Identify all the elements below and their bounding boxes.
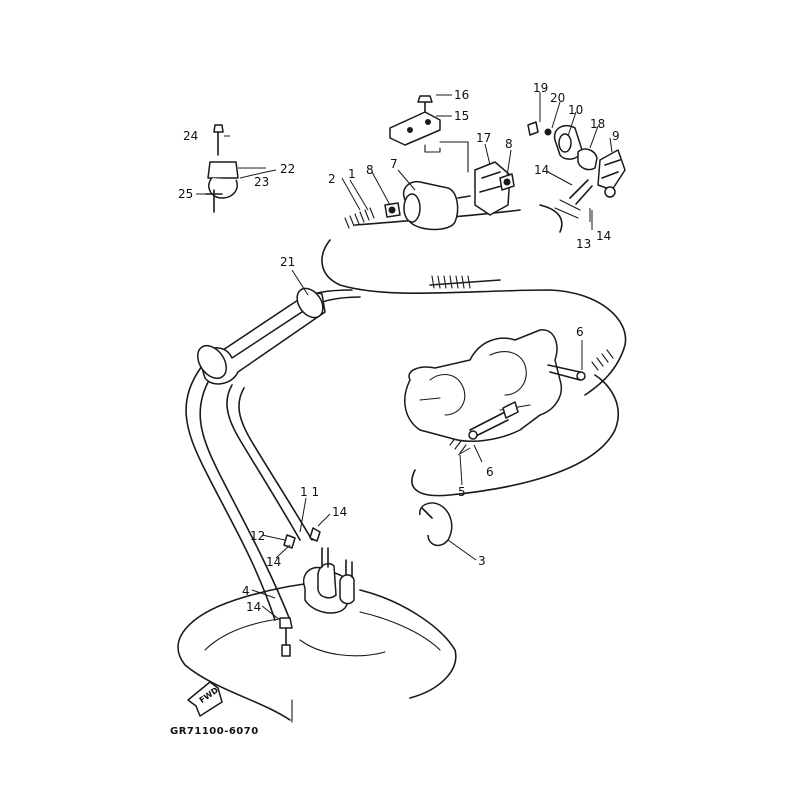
callout-7: 7 — [390, 157, 398, 171]
callout-8-left: 8 — [366, 163, 374, 177]
callout-6-top: 6 — [576, 325, 584, 339]
callout-14-mid: 14 — [332, 505, 347, 519]
callout-14-bottom: 14 — [246, 600, 261, 614]
callout-24: 24 — [183, 129, 198, 143]
mount-bracket — [389, 95, 469, 173]
callout-10: 10 — [568, 103, 583, 117]
callout-14-lower: 14 — [266, 555, 281, 569]
callout-20: 20 — [550, 91, 565, 105]
callout-18: 18 — [590, 117, 605, 131]
callout-19: 19 — [533, 81, 548, 95]
callout-17: 17 — [476, 131, 491, 145]
callout-8-right: 8 — [505, 137, 513, 151]
hose-spring-protectors — [344, 207, 614, 454]
callout-1: 1 — [348, 167, 356, 181]
fuel-tank — [177, 581, 457, 723]
carburetor-assembly — [404, 329, 586, 443]
diagram-code: GR71100-6070 — [170, 726, 259, 737]
callout-14-top: 14 — [534, 163, 549, 177]
callout-12: 12 — [250, 529, 265, 543]
callout-21: 21 — [280, 255, 295, 269]
clip-assembly-22-25 — [205, 124, 239, 213]
main-hose-assembly — [185, 204, 627, 621]
callout-9: 9 — [612, 129, 620, 143]
leader-lines — [196, 92, 613, 621]
fuel-cock-assembly — [527, 121, 626, 219]
callout-22: 22 — [280, 162, 295, 176]
callout-numbers: 16 15 24 22 23 25 2 1 8 7 17 8 19 20 10 … — [178, 81, 620, 614]
fuel-filter-group — [384, 161, 515, 231]
callout-4: 4 — [242, 584, 250, 598]
callout-25: 25 — [178, 187, 193, 201]
vent-fittings — [279, 527, 321, 657]
callout-11: 1 1 — [300, 485, 319, 499]
fuel-pickup-assembly — [303, 547, 355, 614]
callout-15: 15 — [454, 109, 469, 123]
callout-5: 5 — [458, 485, 466, 499]
callout-13: 13 — [576, 237, 591, 251]
callout-3: 3 — [478, 554, 486, 568]
forward-direction-arrow: FWD — [187, 681, 223, 717]
callout-16: 16 — [454, 88, 469, 102]
callout-2: 2 — [328, 172, 336, 186]
hose-clamp-3 — [419, 502, 453, 547]
callout-14-right: 14 — [596, 229, 611, 243]
callout-6-bottom: 6 — [486, 465, 494, 479]
callout-23: 23 — [254, 175, 269, 189]
